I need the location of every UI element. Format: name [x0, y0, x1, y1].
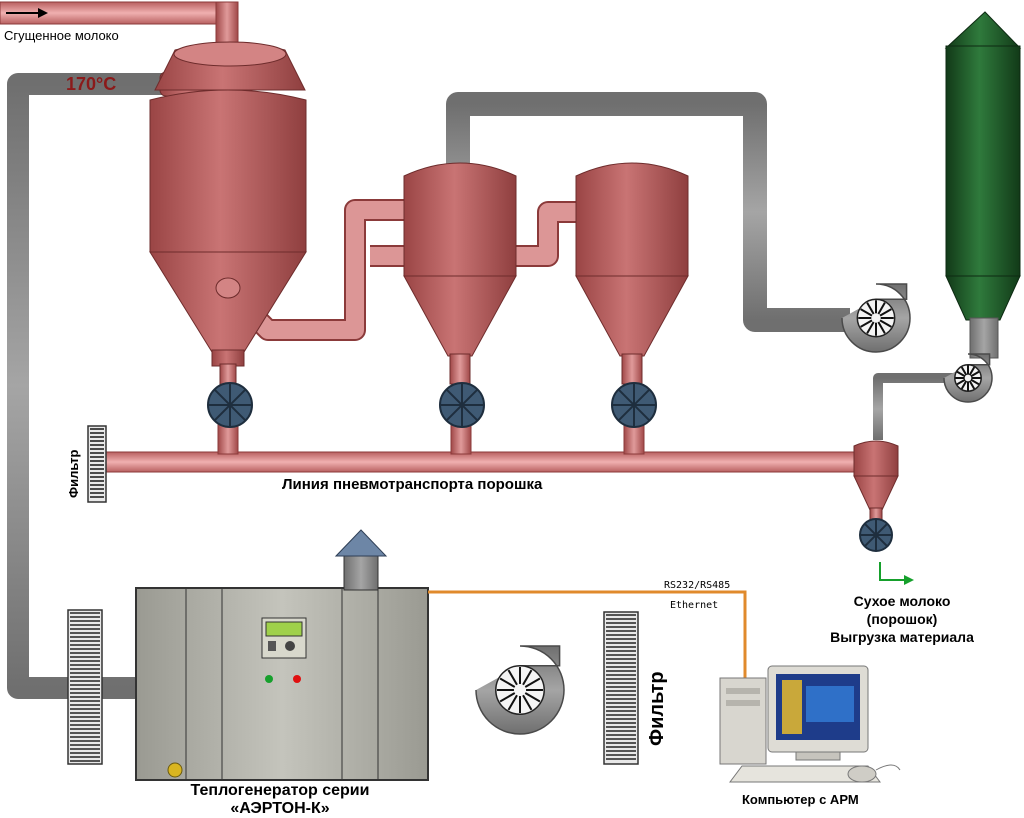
dry-milk-line2: (порошок)	[866, 611, 938, 627]
dry-milk-line3: Выгрузка материала	[830, 629, 974, 645]
rotary-valve-icon	[611, 382, 657, 428]
dry-milk-label: Сухое молоко (порошок) Выгрузка материал…	[802, 592, 1002, 646]
spray-dryer	[149, 41, 307, 387]
rotary-valve-icon	[859, 518, 893, 552]
fan-icon	[841, 283, 911, 353]
computer-icon	[719, 665, 901, 783]
heat-generator	[135, 529, 429, 781]
filter-left-label: Фильтр	[66, 449, 81, 498]
computer-label: Компьютер с АРМ	[742, 792, 859, 807]
conveying-line-label: Линия пневмотранспорта порошка	[282, 476, 543, 493]
arrow-icon	[6, 8, 914, 585]
dry-milk-line1: Сухое молоко	[853, 593, 951, 609]
data-cable	[428, 590, 747, 678]
rotary-valve-icon	[207, 382, 893, 552]
temperature-label: 170°C	[66, 74, 117, 94]
condensed-milk-label: Сгущенное молоко	[4, 28, 119, 43]
filter-icon	[603, 611, 639, 765]
generator-label: Теплогенератор серии «АЭРТОН-К»	[150, 782, 410, 818]
link-protocols-label: RS232/RS485	[664, 580, 731, 591]
filter-icon	[67, 425, 639, 765]
filter-icon	[67, 609, 103, 765]
generator-line1: Теплогенератор серии	[190, 782, 370, 799]
generator-line2: «АЭРТОН-К»	[230, 800, 330, 817]
rotary-valve-icon	[207, 382, 253, 428]
exhaust-chimney	[944, 11, 1022, 359]
gray-ducts	[7, 73, 960, 703]
cyclone-1	[403, 162, 517, 385]
fan-icon	[475, 645, 565, 735]
filter-icon	[87, 425, 107, 503]
link-ethernet-label: Ethernet	[670, 600, 719, 611]
filter-right-label: Фильтр	[646, 671, 668, 746]
fan-icon	[475, 283, 993, 735]
fan-icon	[943, 353, 993, 403]
small-cyclone	[853, 440, 899, 521]
rotary-valve-icon	[439, 382, 485, 428]
cyclone-2	[575, 162, 689, 385]
